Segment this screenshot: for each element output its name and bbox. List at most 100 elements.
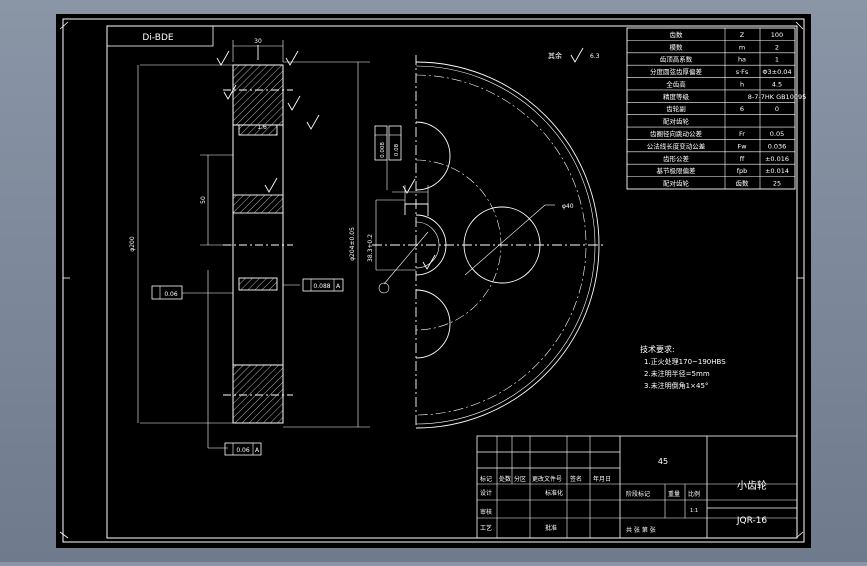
dim-bore-small: 50 [200,196,207,204]
param-symbol: Fr [739,130,745,138]
tb-label-zone: 分区 [514,475,526,483]
param-name: 精度等级 [663,92,690,101]
tech-req-line-3: 3.未注明倒角1×45° [644,381,708,390]
tolerance-frame-left: 0.06 [151,285,183,300]
hole-right [463,206,541,284]
inner-border [106,25,798,539]
technical-requirements: 技术要求: 1.正火处理170~190HBS 2.未注明半径=5mm 3.未注明… [640,344,726,390]
hole-bottom [415,289,451,359]
tip-circle [415,61,600,429]
tol-runout-datum: A [336,283,341,290]
title-block [476,435,798,539]
param-value: 0.036 [768,142,787,150]
tolerance-frame-runout: 0.088 A [302,278,344,292]
param-name: 齿数 [670,30,684,39]
param-value: 0.05 [770,130,784,138]
param-value: 8-7-7HK GB10095 [748,93,807,101]
param-value: 4.5 [772,80,782,88]
param-symbol: ff [740,155,745,163]
tb-label-date: 年月日 [593,475,611,483]
param-value: 2 [775,43,779,51]
rim-hatch-bottom [232,364,284,424]
roughness-note: 其余 [548,51,562,60]
tb-scale-value: 1:1 [690,508,698,514]
tb-sheet: 共 张 第 张 [626,526,656,534]
part-name: 小齿轮 [737,479,767,492]
tech-req-title: 技术要求: [640,344,675,354]
tb-label-sign: 签名 [570,475,582,483]
param-value: ±0.016 [765,155,789,163]
tb-label-mark: 标记 [480,475,492,483]
tb-weight: 重量 [668,490,680,498]
param-name: 配对齿轮 [663,179,690,188]
tb-process: 工艺 [480,524,492,532]
section-dims: 30 50 φ200 φ204±0.05 1.6 [129,38,356,261]
param-name: 分度圆弦齿厚偏差 [650,67,703,76]
param-symbol: fpb [737,167,748,175]
param-name: 全齿高 [666,79,686,88]
param-value: 100 [771,31,783,39]
param-symbol: h [740,80,744,88]
hole-top [415,121,451,191]
param-symbol: 齿数 [736,179,750,188]
param-name: 齿形公差 [663,154,690,163]
material: 45 [658,457,668,466]
rim-hatch-top [232,64,284,126]
param-value: ±0.014 [765,167,789,175]
tb-stage: 阶段标记 [626,490,650,498]
key-tolerance-frames: 0.008 0.08 [374,125,402,190]
pitch-circle [415,74,587,416]
tb-scale: 比例 [688,490,700,498]
trim-marks [59,21,804,539]
param-symbol: 6 [740,105,744,113]
tol-flat-datum: A [255,447,260,454]
drawing-number: JQR-16 [736,516,768,526]
param-symbol: s·Fs [736,68,749,76]
section-view [137,40,370,449]
dim-hole-dia: φ40 [562,203,574,210]
title-block-text: 45 小齿轮 JQR-16 标记 处数 分区 更改文件号 签名 年月日 设计 标… [480,457,767,534]
tb-label-count: 处数 [499,475,511,483]
param-value: 0 [775,105,779,113]
param-name: 齿轮副 [666,104,686,113]
param-symbol: ha [738,56,746,64]
tb-label-change-doc: 更改文件号 [532,475,562,483]
model-space [56,14,811,548]
dim-dia-tip: φ204±0.05 [349,227,356,261]
tol-runout-value: 0.088 [313,283,330,290]
param-name: 基节极限偏差 [657,166,697,175]
tol-flat-value: 0.06 [236,447,250,454]
ra-inner: 1.6 [257,124,267,131]
key-sym-b: 0.08 [394,143,400,156]
tb-approve: 批准 [545,524,557,532]
keyway-hatch [232,194,284,214]
param-name: 公法线长度变动公差 [647,141,706,150]
tol-left-value: 0.06 [164,291,178,298]
tech-req-line-1: 1.正火处理170~190HBS [644,357,726,366]
bore [415,214,447,276]
param-symbol: m [739,43,745,51]
param-name: 齿顶高系数 [660,55,693,64]
gear-parameter-table: 齿数 Z 100 模数 m 2 齿顶高系数 ha 1 分度圆弦齿厚偏差 s·Fs Φ3±0.04 全齿高… [626,27,807,190]
tech-req-line-2: 2.未注明半径=5mm [644,369,710,378]
param-name: 模数 [670,42,684,51]
tolerance-frame-bottom: 0.06 A [224,442,262,456]
dim-dia-outer: φ200 [129,236,136,252]
dim-face-width: 30 [254,38,262,45]
param-value: Φ3±0.04 [762,68,791,76]
key-sym-a: 0.008 [380,142,386,158]
param-symbol: Fw [737,142,747,150]
tb-standard: 标准化 [545,489,563,497]
param-value: 1 [775,56,779,64]
drawing-code-box: Di-BDE [106,25,214,47]
front-view [372,47,605,429]
front-dims: φ40 38.3+0.2 其余 6.3 [367,51,600,262]
param-name: 配对齿轮 [663,117,690,126]
tb-review: 审核 [480,508,492,516]
param-symbol: Z [740,31,745,39]
param-value: 25 [773,180,781,188]
drawing-code-text: Di-BDE [142,33,173,43]
roughness-value: 6.3 [590,53,600,60]
